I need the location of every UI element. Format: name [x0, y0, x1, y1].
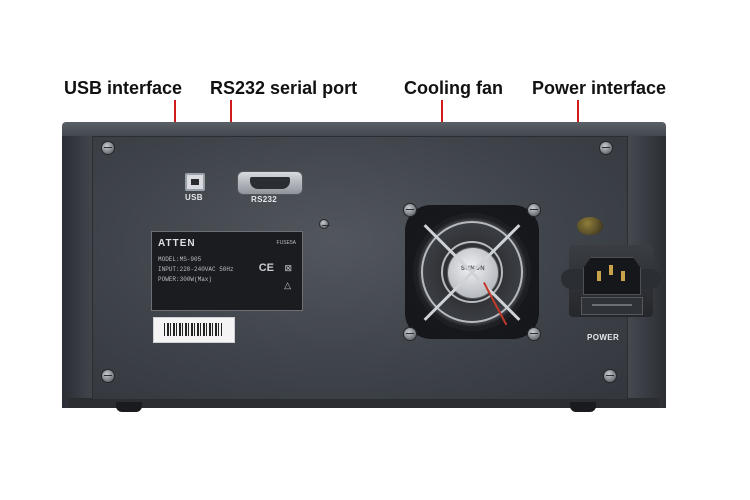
barcode-bars — [164, 323, 222, 336]
screw-icon — [527, 203, 541, 217]
power-interface-callout: Power interface — [532, 78, 667, 98]
screw-icon — [603, 369, 617, 383]
power-socket — [561, 245, 661, 317]
screw-icon — [527, 327, 541, 341]
input-text: INPUT:220-240VAC 50Hz — [158, 266, 234, 273]
fuse-rating: FUSE5A — [276, 240, 296, 246]
screw-icon — [599, 141, 613, 155]
rs232-port — [237, 171, 303, 195]
rear-panel: USB RS232 ATTEN FUSE5A MODEL:MS-905 INPU… — [92, 136, 661, 400]
foot-right — [570, 402, 596, 412]
power-port-label: POWER — [587, 333, 620, 342]
weee-bin-icon: ⊠ — [284, 263, 292, 273]
bottom-edge — [68, 398, 660, 408]
device-rear: USB RS232 ATTEN FUSE5A MODEL:MS-905 INPU… — [62, 122, 666, 412]
socket-pin — [609, 265, 613, 275]
foot-left — [116, 402, 142, 412]
barcode-sticker — [153, 317, 235, 343]
screw-icon — [319, 219, 330, 229]
model-text: MODEL:MS-905 — [158, 256, 202, 263]
power-text: POWER:300W(Max) — [158, 276, 213, 283]
fan-guard-ring — [421, 221, 523, 323]
socket-pin — [621, 271, 625, 281]
usb-interface-callout: USB interface — [64, 78, 183, 98]
fuse-drawer — [581, 297, 643, 315]
rs232-callout: RS232 serial port — [210, 78, 358, 98]
top-lid — [62, 122, 666, 140]
screw-icon — [403, 203, 417, 217]
brand-logo: ATTEN — [158, 238, 196, 249]
side-left — [62, 136, 96, 408]
socket-pin — [597, 271, 601, 281]
usb-port-label: USB — [185, 193, 203, 202]
fuse-holder-knob — [577, 217, 603, 235]
warning-icon: △ — [284, 280, 291, 290]
rs232-port-label: RS232 — [251, 195, 277, 204]
cooling-fan: SUNON — [403, 203, 541, 341]
rating-plate: ATTEN FUSE5A MODEL:MS-905 INPUT:220-240V… — [151, 231, 303, 311]
screw-icon — [101, 141, 115, 155]
ce-mark-icon: CE — [258, 262, 274, 274]
usb-port — [185, 173, 205, 191]
screw-icon — [403, 327, 417, 341]
screw-icon — [101, 369, 115, 383]
fan-guard-ring — [441, 241, 503, 303]
power-socket-face — [583, 257, 641, 295]
cooling-fan-callout: Cooling fan — [404, 78, 503, 98]
